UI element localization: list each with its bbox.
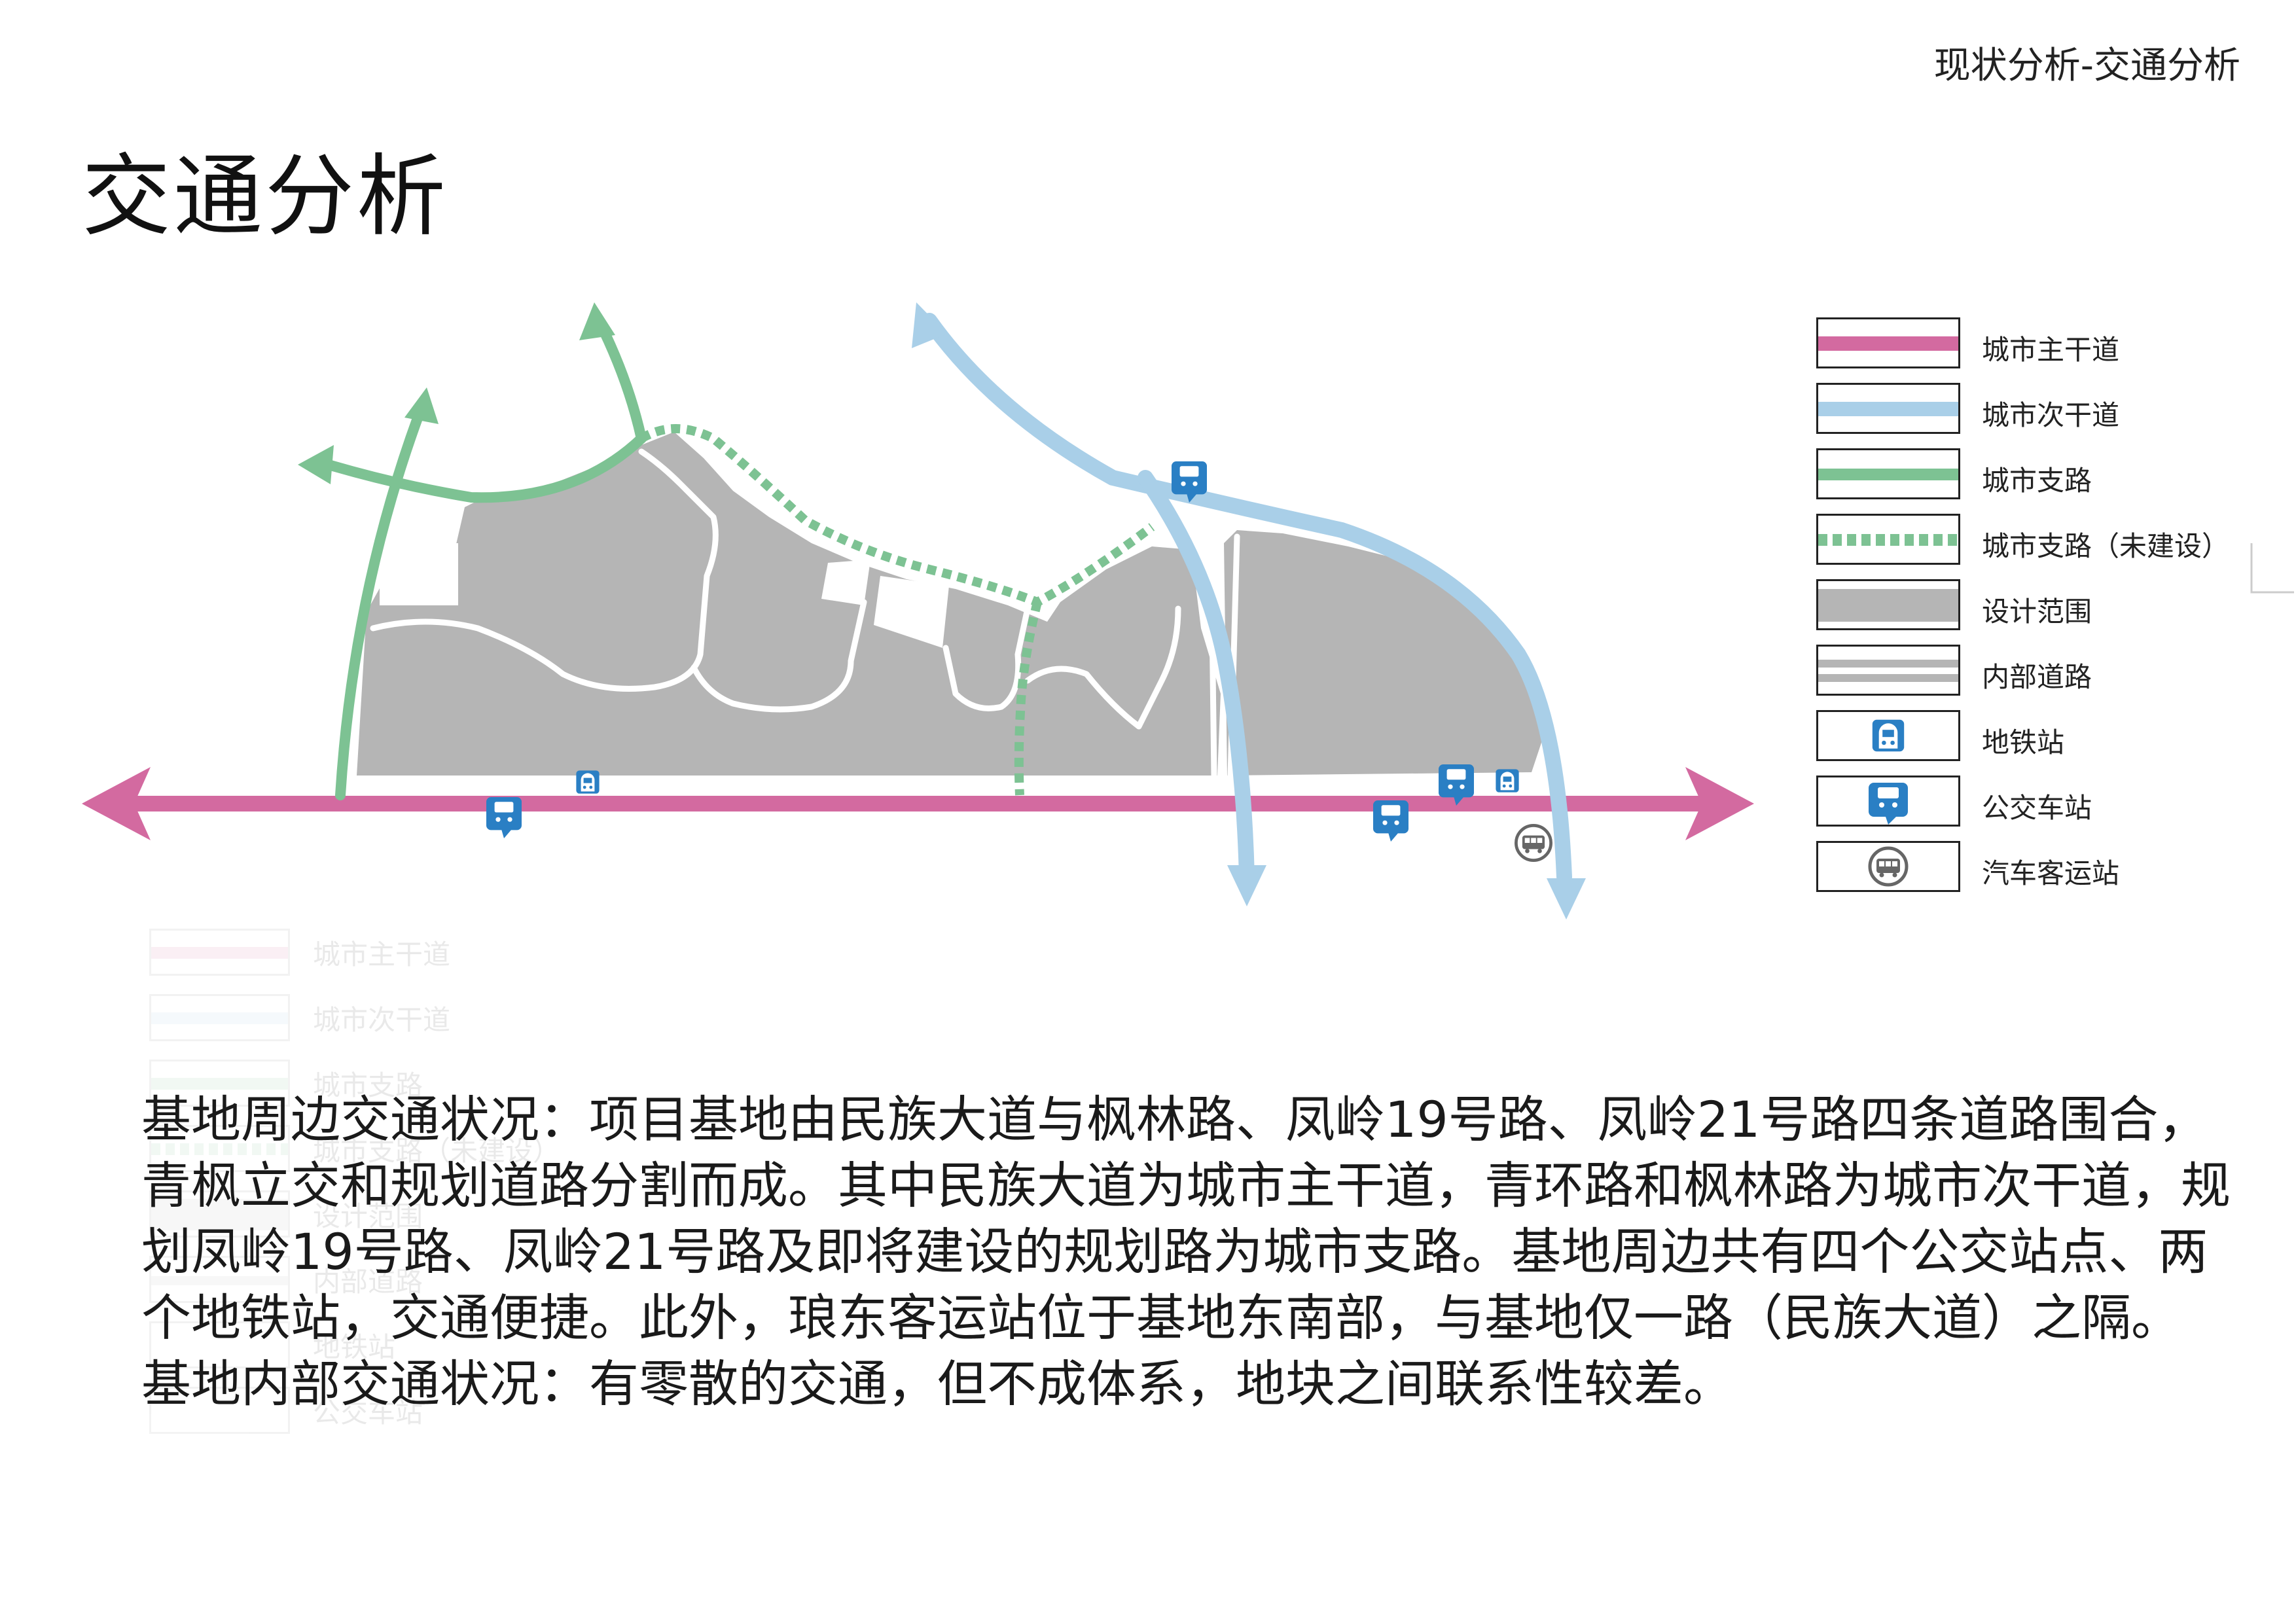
legend-swatch: [1816, 710, 1960, 761]
page-title: 交通分析: [82, 145, 448, 249]
description: 基地周边交通状况：项目基地由民族大道与枫林路、凤岭19号路、凤岭21号路四条道路…: [141, 1086, 2236, 1417]
legend-swatch: [1816, 383, 1960, 434]
legend-label: 内部道路: [1982, 661, 2092, 693]
ghost-swatch: [149, 1060, 290, 1107]
ghost-swatch: [149, 1190, 290, 1238]
legend-item-primary-road: 城市主干道: [1816, 317, 2274, 383]
legend-label: 地铁站: [1982, 726, 2065, 758]
legend-item-secondary-road: 城市次干道: [1816, 383, 2274, 448]
branch-road-arrow: [298, 445, 334, 484]
legend-label: 汽车客运站: [1982, 857, 2120, 889]
ghost-legend-label: 内部道路: [313, 1265, 423, 1298]
legend-label: 城市支路: [1982, 465, 2092, 497]
internal-roads: [370, 448, 1240, 779]
secondary-road-arrow: [1547, 878, 1586, 919]
legend-item-metro: 地铁站: [1816, 710, 2274, 776]
bus-stop-icon: [1869, 783, 1908, 825]
design-area-gap: [380, 543, 458, 605]
ghost-legend-row: 地铁站: [149, 1312, 560, 1378]
secondary-road-arrow: [1227, 865, 1266, 906]
ghost-legend-label: 公交车站: [313, 1396, 423, 1429]
legend-label: 公交车站: [1982, 792, 2092, 824]
metro-icon: [1496, 769, 1519, 793]
ghost-swatch: [149, 1321, 290, 1368]
decor-bracket: [2250, 543, 2294, 594]
ghost-legend-row: 城市主干道: [149, 919, 560, 985]
traffic-map: [82, 302, 2294, 919]
ghost-legend: 城市主干道 城市次干道 城市支路 城市支路（未建设） 设计范围 内部道路 地铁站…: [149, 919, 560, 1443]
legend-item-coach-station: 汽车客运站: [1816, 841, 2274, 906]
ghost-swatch: [149, 1256, 290, 1303]
design-area-notch: [821, 560, 870, 605]
legend-item-branch-road: 城市支路: [1816, 448, 2274, 514]
secondary-road-arrow: [912, 302, 947, 348]
bus-stop-icon: [1373, 800, 1408, 842]
design-area-middle-block: [1021, 546, 1221, 776]
ghost-legend-label: 城市次干道: [313, 1003, 451, 1036]
legend-swatch: [1816, 317, 1960, 368]
ghost-legend-row: 设计范围: [149, 1181, 560, 1247]
description-paragraph: 基地周边交通状况：项目基地由民族大道与枫林路、凤岭19号路、凤岭21号路四条道路…: [141, 1090, 2231, 1347]
legend-label: 设计范围: [1982, 596, 2092, 628]
coach-station-icon: [1516, 825, 1551, 860]
legend-swatch: [1816, 514, 1960, 565]
secondary-road: [922, 313, 1572, 885]
ghost-legend-row: 城市支路（未建设）: [149, 1116, 560, 1181]
legend-item-branch-road-planned: 城市支路（未建设）: [1816, 514, 2274, 579]
ghost-legend-row: 城市支路: [149, 1050, 560, 1116]
legend-item-internal-road: 内部道路: [1816, 645, 2274, 710]
ghost-swatch: [149, 994, 290, 1041]
ghost-swatch: [149, 1387, 290, 1434]
legend-label: 城市次干道: [1982, 399, 2120, 431]
ghost-legend-label: 城市主干道: [313, 938, 451, 971]
ghost-legend-row: 城市次干道: [149, 985, 560, 1050]
branch-road-arrow: [579, 302, 615, 340]
primary-road: [82, 767, 1754, 840]
legend-swatch: [1816, 448, 1960, 499]
legend-swatch: [1816, 776, 1960, 827]
breadcrumb: 现状分析-交通分析: [1933, 45, 2240, 87]
legend-label: 城市支路（未建设）: [1982, 530, 2230, 562]
bus-stop-icon: [486, 797, 522, 838]
legend-swatch: [1816, 841, 1960, 892]
branch-road-arrow: [404, 387, 439, 424]
legend-swatch: [1816, 579, 1960, 630]
legend-item-bus-stop: 公交车站: [1816, 776, 2274, 841]
ghost-legend-label: 地铁站: [313, 1330, 396, 1363]
legend-swatch: [1816, 645, 1960, 696]
legend-item-design-area: 设计范围: [1816, 579, 2274, 645]
design-area-notch: [874, 576, 949, 648]
ghost-swatch: [149, 929, 290, 976]
ghost-legend-label: 城市支路: [313, 1069, 423, 1101]
ghost-legend-row: 内部道路: [149, 1247, 560, 1312]
metro-icon: [1872, 719, 1905, 752]
ghost-legend-row: 公交车站: [149, 1378, 560, 1443]
ghost-legend-label: 城市支路（未建设）: [313, 1134, 561, 1167]
description-paragraph: 基地内部交通状况：有零散的交通，但不成体系，地块之间联系性较差。: [141, 1355, 1733, 1413]
ghost-legend-label: 设计范围: [313, 1200, 423, 1232]
ghost-swatch: [149, 1125, 290, 1172]
legend-label: 城市主干道: [1982, 334, 2120, 366]
coach-station-icon: [1868, 846, 1909, 887]
branch-road-planned: [639, 424, 1155, 796]
design-area-east-block: [1224, 530, 1545, 776]
metro-icon: [576, 770, 600, 794]
legend: 城市主干道 城市次干道 城市支路 城市支路（未建设） 设计范围 内部道路: [1816, 317, 2274, 906]
